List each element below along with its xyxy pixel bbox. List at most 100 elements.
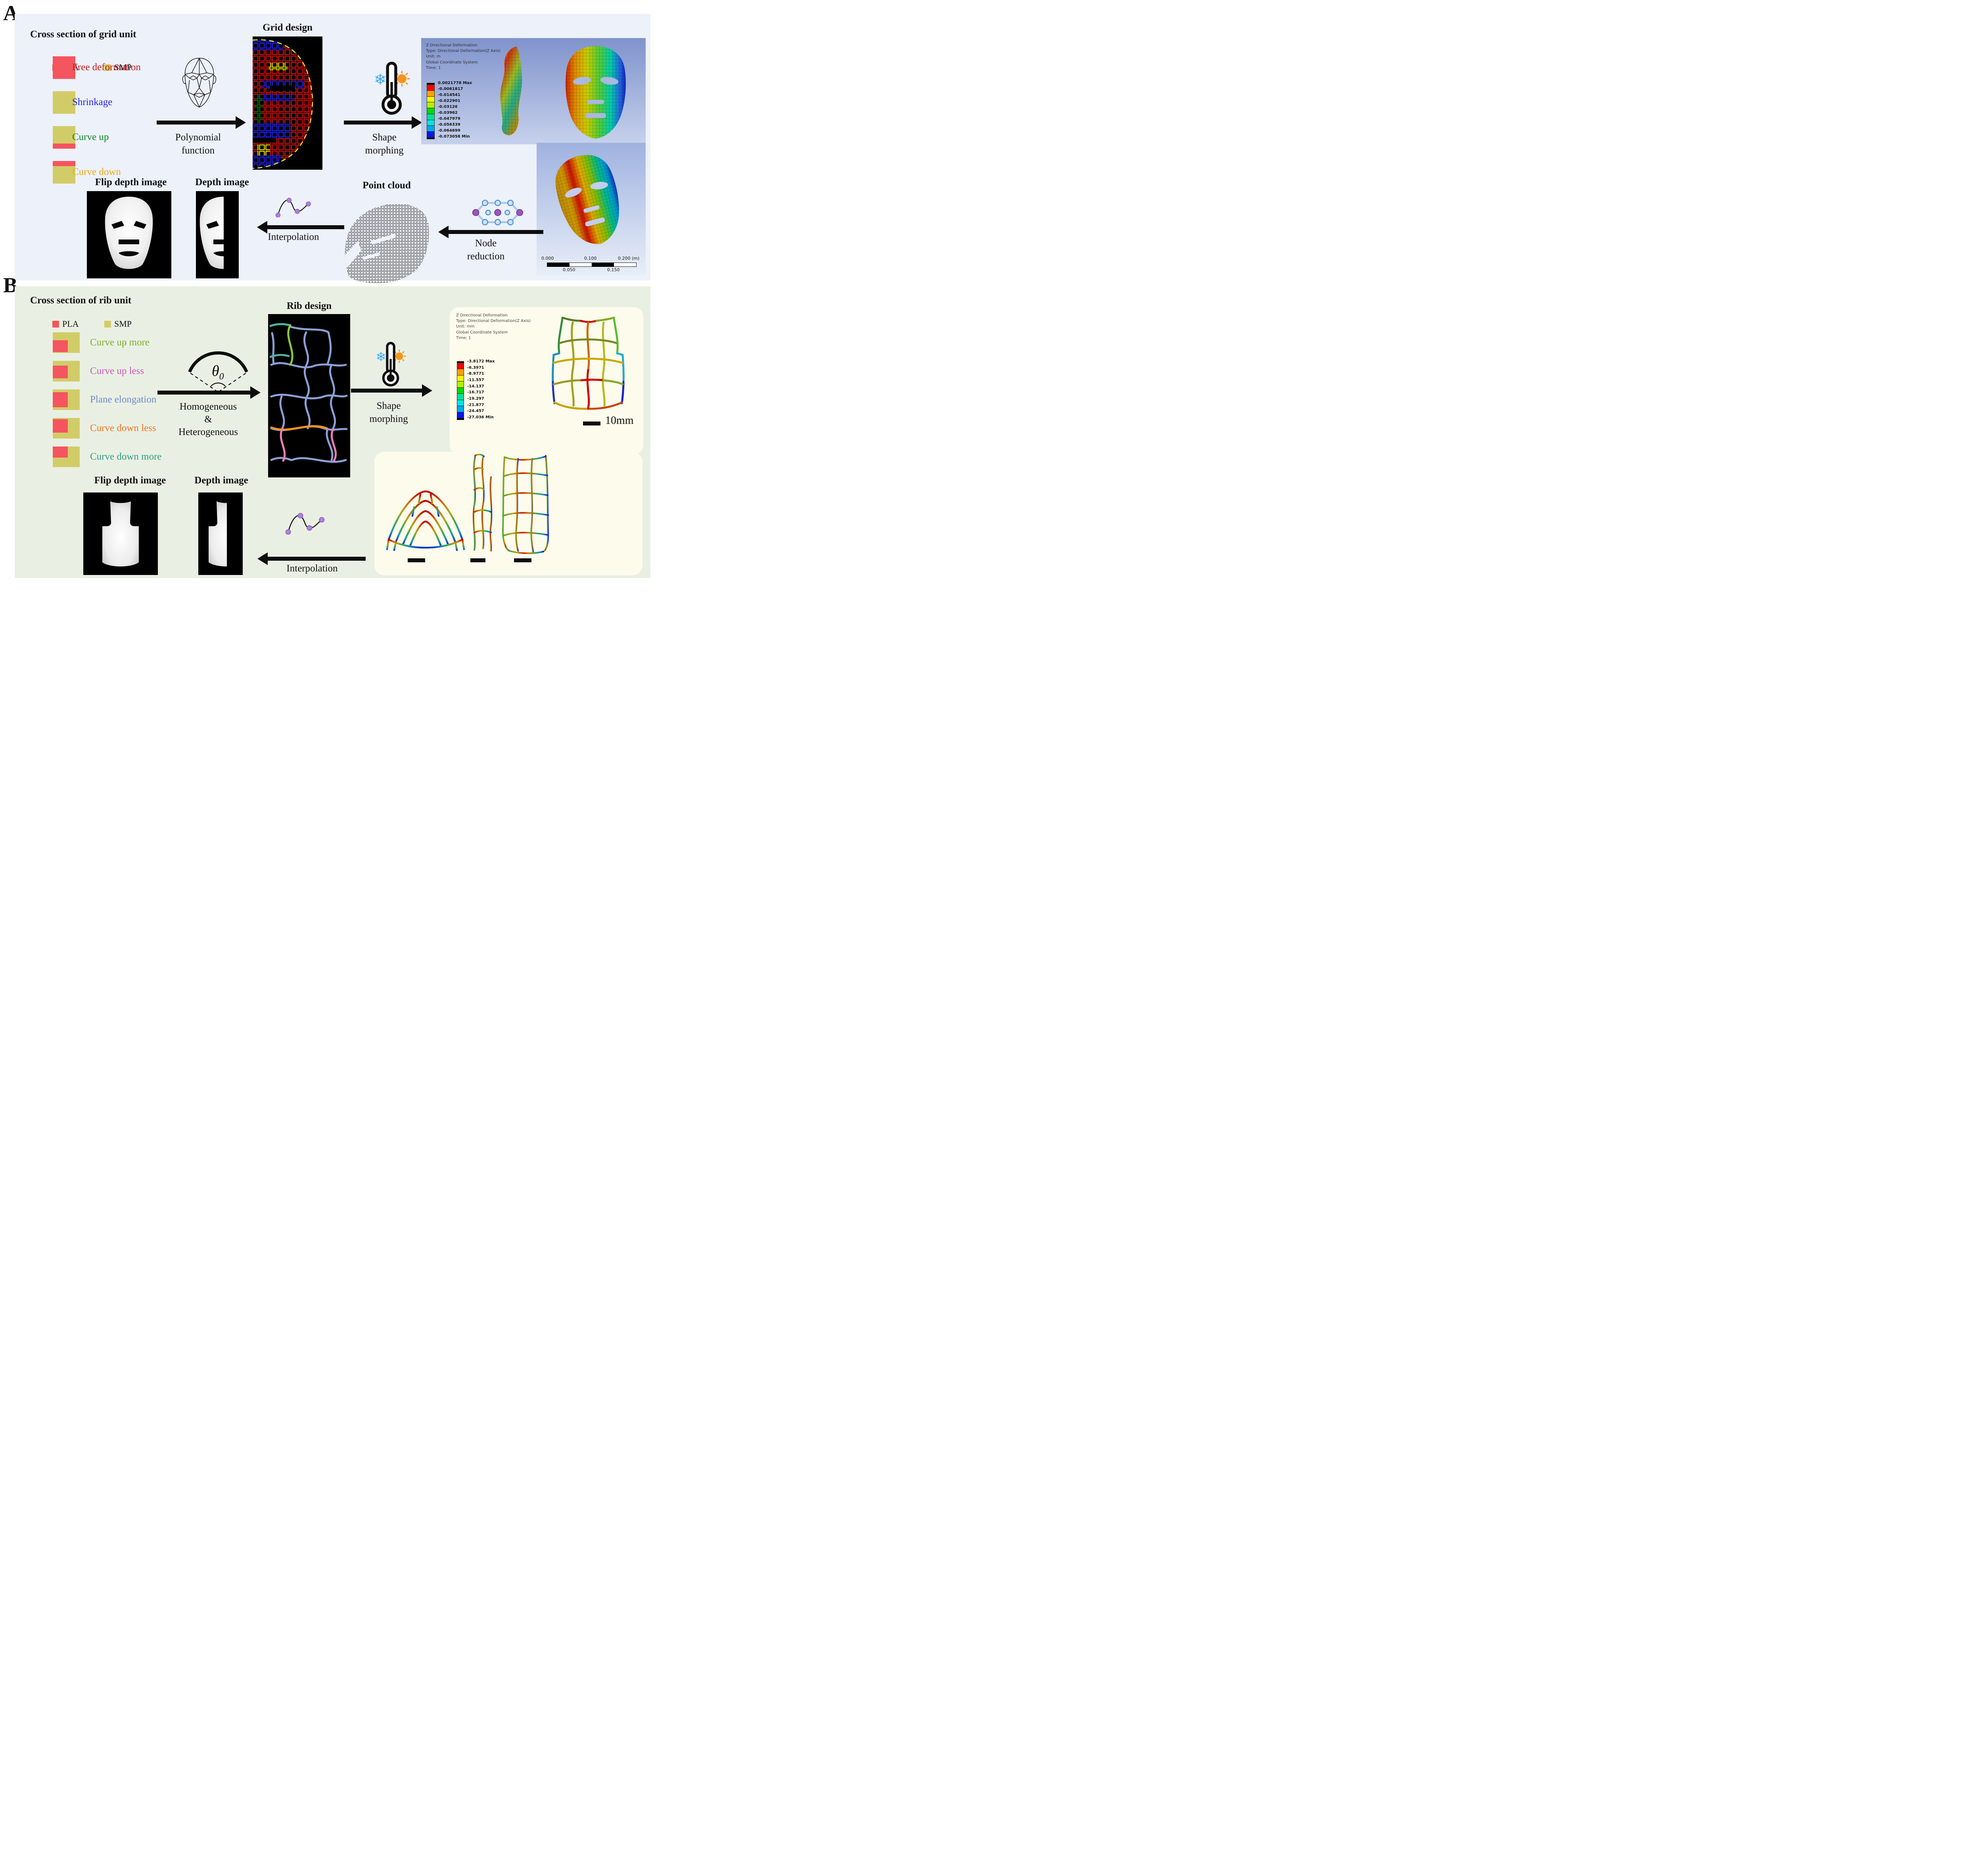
material-legend-pla-b: PLA: [52, 319, 79, 329]
ansys-b-colorbar-values: -3.8172 Max -6.3971 -8.9771 -11.557 -14.…: [467, 359, 495, 420]
interpolation-icon-a: [275, 195, 313, 217]
swatch-shrinkage: [53, 91, 75, 114]
point-cloud-image: [335, 198, 437, 289]
curve-up-pla-strip: [53, 144, 75, 149]
morphed-mask-side-view: [492, 44, 529, 138]
cb-value: -0.03126: [438, 105, 458, 109]
flip-depth-image-a: [87, 191, 171, 278]
ansys-a-header-line: Global Coordinate System: [426, 60, 478, 65]
node-reduction-label: Node reduction: [467, 238, 505, 262]
legend-curve-up: Curve up: [72, 132, 109, 142]
flip-depth-image-b: [83, 492, 158, 575]
rib-render-side: [473, 454, 493, 552]
material-legend-smp: SMP: [104, 62, 132, 73]
colorbar-cell: [457, 394, 464, 400]
cb-value: -3.8172 Max: [467, 359, 495, 364]
cb-value: -0.014541: [438, 93, 460, 97]
ansys-b-header: Z Directional Deformation Type: Directio…: [456, 313, 531, 341]
scale-bar-10mm: [583, 422, 600, 425]
cb-value: -27.036 Min: [467, 415, 494, 420]
interpolation-label-a: Interpolation: [268, 232, 319, 242]
pla-inset: [53, 446, 68, 458]
rib-renders-panel: [374, 452, 642, 575]
colorbar-cell: [427, 102, 435, 109]
panel-a: Cross section of grid unit PLA SMP Free …: [15, 14, 650, 284]
smp-chip: [104, 64, 111, 71]
ansys-a-header-line: Time: 1: [426, 65, 441, 70]
swatch-curve-down-less: [53, 418, 80, 439]
ansys-a-header-line: Z Directional Deformation: [426, 43, 478, 48]
ansys-b-header-line: Z Directional Deformation: [456, 313, 508, 318]
snowflake-icon-b: ❄: [376, 350, 386, 364]
ruler-label-150: 0.150: [607, 267, 620, 272]
swatch-curve-down: [53, 161, 75, 184]
interpolation-icon-b: [286, 510, 327, 535]
cb-value: 0.0021778 Max: [438, 81, 472, 85]
cb-value: -0.022901: [438, 99, 460, 103]
node-reduction-arrow: [438, 226, 543, 238]
ansys-a-header-line: Unit: m: [426, 54, 441, 59]
colorbar-cell: [427, 132, 435, 138]
homogeneous-arrow: [157, 386, 261, 399]
thermometer-icon-b: ❄: [373, 341, 408, 389]
scale-bar-side: [470, 558, 485, 562]
scale-bar-arch: [408, 558, 425, 562]
grid-face-graphic: [253, 36, 322, 170]
colorbar-cell: [427, 90, 435, 97]
cb-value: -0.064699: [438, 128, 460, 133]
colorbar-cell: [457, 406, 464, 412]
homogeneous-line: Heterogeneous: [178, 427, 238, 437]
flip-depth-title-a: Flip depth image: [95, 177, 167, 188]
interpolation-arrow-a: [257, 221, 344, 234]
shape-morphing-label-b: Shape morphing: [369, 400, 408, 424]
legend-curve-down-less: Curve down less: [90, 423, 156, 433]
cb-value: -0.073058 Min: [438, 134, 470, 139]
swatch-curve-up: [53, 126, 75, 149]
ansys-b-colorbar: [457, 361, 464, 420]
colorbar-cell: [457, 375, 464, 382]
swatch-plane-elongation: [53, 389, 80, 410]
material-legend-smp-b: SMP: [104, 319, 132, 329]
colorbar-cell: [427, 108, 435, 114]
pla-chip-b: [52, 321, 59, 328]
grid-design-title: Grid design: [263, 22, 313, 33]
colorbar-cell: [457, 363, 464, 370]
panel-b-title: Cross section of rib unit: [30, 295, 132, 306]
cb-value: -0.056339: [438, 123, 460, 127]
pla-inset: [53, 419, 68, 433]
colorbar-cell: [427, 96, 435, 103]
colorbar-cell: [427, 120, 435, 126]
ruler-label-100: 0.100: [584, 256, 597, 261]
cb-value: -14.137: [467, 384, 484, 389]
cb-value: -21.877: [467, 402, 484, 407]
colorbar-cell: [427, 84, 435, 91]
smp-chip-b: [104, 321, 111, 328]
polynomial-arrow: [157, 116, 246, 129]
snowflake-icon: ❄: [374, 71, 386, 88]
ansys-a-header-line: Type: Directional Deformation(Z Axis): [426, 49, 501, 54]
colorbar-cell: [457, 387, 464, 394]
panel-b: Cross section of rib unit PLA SMP Curve …: [15, 286, 650, 578]
scale-ruler: [547, 263, 637, 267]
pla-inset: [53, 366, 68, 378]
panel-a-title: Cross section of grid unit: [30, 29, 136, 40]
pla-label-b: PLA: [62, 319, 79, 329]
smp-label-b: SMP: [114, 319, 132, 329]
swatch-curve-down-more: [53, 446, 80, 467]
depth-title-b: Depth image: [194, 475, 248, 486]
flip-depth-title-b: Flip depth image: [94, 475, 166, 486]
colorbar-cell: [427, 114, 435, 120]
legend-curve-up-more: Curve up more: [90, 337, 150, 348]
ansys-panel-b: Z Directional Deformation Type: Directio…: [450, 307, 643, 454]
rib-render-arch: [386, 490, 465, 551]
scale-bar-front: [514, 558, 531, 562]
ansys-b-header-line: Time: 1: [456, 335, 471, 340]
shape-morphing-label-a: Shape morphing: [365, 132, 404, 156]
ruler-label-050: 0.050: [563, 267, 575, 272]
ansys-b-header-line: Type: Directional Deformation(Z Axis): [456, 319, 531, 324]
morphed-mask-rotated: [537, 143, 641, 258]
grid-design-image: [253, 36, 322, 170]
cb-value: -0.047979: [438, 117, 460, 121]
swatch-free-deformation: [53, 56, 75, 79]
sun-icon: [394, 71, 410, 87]
